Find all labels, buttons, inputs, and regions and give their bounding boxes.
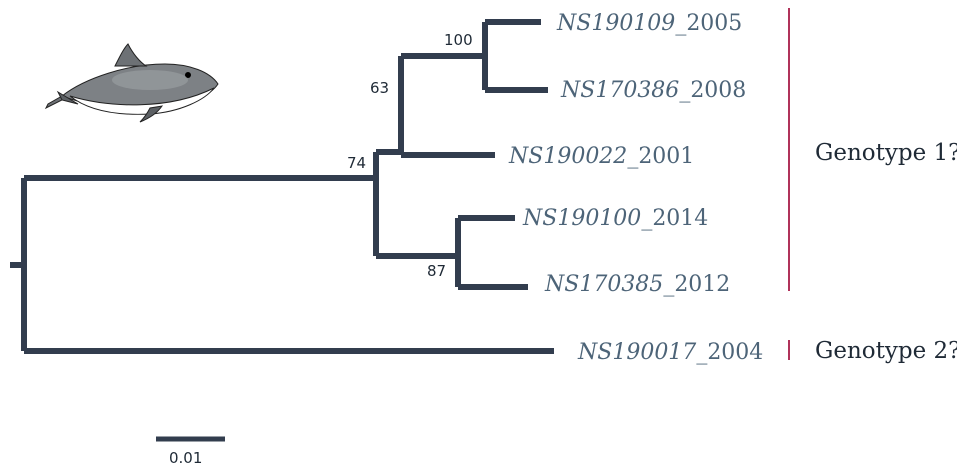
support-value: 63 bbox=[370, 79, 389, 97]
support-value: 74 bbox=[347, 154, 366, 172]
genotype-1-label: Genotype 1? bbox=[815, 140, 957, 166]
support-value: 87 bbox=[427, 262, 446, 280]
tip-label: NS170386_2008 bbox=[560, 78, 746, 103]
tip-label: NS190100_2014 bbox=[522, 206, 708, 231]
tip-label: NS190109_2005 bbox=[556, 11, 742, 36]
scale-bar-label: 0.01 bbox=[169, 449, 202, 467]
porpoise-illustration bbox=[44, 43, 219, 123]
support-value: 100 bbox=[444, 31, 473, 49]
tip-label: NS190017_2004 bbox=[577, 340, 763, 365]
genotype-2-label: Genotype 2? bbox=[815, 338, 957, 364]
tip-label: NS170385_2012 bbox=[544, 272, 730, 297]
tree-branches bbox=[10, 19, 554, 354]
tip-label: NS190022_2001 bbox=[508, 144, 694, 169]
